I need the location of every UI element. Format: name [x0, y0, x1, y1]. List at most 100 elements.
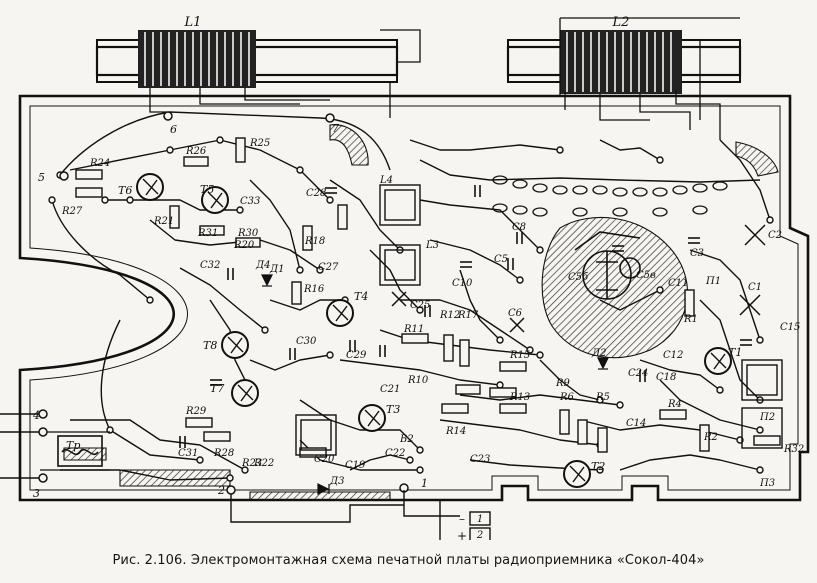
polarity-plus: +	[457, 529, 467, 540]
label-c11: C11	[668, 278, 688, 289]
label-r22: R22	[253, 458, 274, 469]
label-c18: C18	[656, 372, 676, 383]
label-c22: C22	[385, 448, 405, 459]
capacitor-symbols	[179, 185, 752, 448]
label-r14: R14	[445, 426, 466, 437]
label-c28: C28	[306, 188, 326, 199]
diode-symbols	[261, 274, 609, 495]
label-d3: Д3	[329, 476, 345, 487]
pcb-diagram: L1 L2	[0, 15, 810, 540]
label-r18: R18	[304, 236, 325, 247]
label-r9: R9	[555, 378, 571, 389]
label-t1: T1	[728, 346, 742, 359]
label-t7: T7	[210, 382, 224, 395]
pin-label-1: 1	[421, 477, 428, 490]
label-c29: C29	[346, 350, 367, 361]
ferrite-antenna-l1: L1	[95, 15, 399, 88]
label-t2: T2	[591, 460, 605, 473]
label-c23: C23	[470, 454, 490, 465]
label-c24: C24	[628, 368, 648, 379]
ferrite-antenna-l2: L2	[506, 15, 742, 94]
label-r15: R15	[509, 350, 530, 361]
hatched-copper-areas	[63, 124, 779, 501]
label-c3: C3	[690, 248, 704, 259]
label-d2: Д2	[591, 348, 607, 359]
label-c27: C27	[318, 262, 339, 273]
terminal-label-minus: 1	[477, 514, 483, 525]
external-wires	[0, 413, 40, 479]
label-r20: R20	[233, 240, 255, 251]
label-r27: R27	[61, 206, 83, 217]
transistor-t4	[326, 299, 354, 327]
if-transformers	[295, 184, 783, 456]
label-p2: П2	[759, 412, 775, 423]
transistor-t7	[231, 379, 259, 407]
board-outline	[18, 94, 810, 502]
transistor-t6	[136, 173, 164, 201]
label-r2: R2	[703, 432, 718, 443]
label-c1: C1	[748, 282, 762, 293]
output-transformer	[40, 431, 110, 471]
label-r23: R23	[241, 458, 262, 469]
pin-label-4: 4	[32, 409, 40, 422]
label-c12: C12	[663, 350, 683, 361]
label-c33: C33	[240, 196, 260, 207]
pin-label-6: 6	[170, 123, 177, 136]
label-r25: R25	[249, 138, 270, 149]
label-l4: L4	[379, 175, 393, 186]
label-c25: C25	[410, 300, 430, 311]
polarity-minus: –	[459, 512, 465, 526]
label-r17: R17	[457, 310, 479, 321]
label-r21: R21	[153, 216, 174, 227]
label-d1: Д1	[269, 264, 285, 275]
label-c10: C10	[452, 278, 473, 289]
label-r29: R29	[185, 406, 207, 417]
label-t5: T5	[200, 183, 214, 196]
connector-pad-row	[492, 175, 728, 217]
label-r28: R28	[213, 448, 234, 459]
label-r24: R24	[89, 158, 110, 169]
resistor-bodies	[75, 137, 781, 458]
label-r5: R5	[595, 392, 610, 403]
coil-windings-l2	[566, 32, 672, 92]
transistor-t1	[704, 347, 732, 375]
transistor-t5	[201, 186, 229, 214]
label-r30: R30	[237, 228, 259, 239]
transistor-t2	[563, 460, 591, 488]
label-c14: C14	[626, 418, 646, 429]
coil-leads	[149, 17, 740, 140]
figure-caption: Рис. 2.106. Электромонтажная схема печат…	[112, 553, 705, 568]
board-inner-outline	[29, 105, 799, 491]
label-c5: C5	[494, 254, 508, 265]
label-r11: R11	[403, 324, 424, 335]
label-c32: C32	[200, 260, 220, 271]
label-r16: R16	[303, 284, 325, 295]
transformer-label: Тр	[66, 439, 80, 452]
label-l2: L2	[612, 15, 630, 30]
label-c5v: C5в	[636, 270, 656, 281]
label-r4: R4	[667, 399, 682, 410]
label-c20: C20	[314, 454, 335, 465]
battery-terminals	[230, 490, 491, 540]
label-c31: C31	[178, 448, 198, 459]
pin-label-5: 5	[38, 171, 45, 184]
label-c30: C30	[296, 336, 317, 347]
label-l1: L1	[184, 15, 202, 30]
transistor-t8	[221, 331, 249, 359]
label-t6: T6	[118, 184, 132, 197]
label-c2: C2	[768, 230, 782, 241]
label-r6: R6	[559, 392, 575, 403]
coil-windings-l1	[144, 32, 250, 86]
label-r26: R26	[185, 146, 207, 157]
transistor-t3	[358, 404, 386, 432]
label-d4: Д4	[255, 260, 271, 271]
terminal-label-plus: 2	[476, 530, 483, 540]
label-r12: R12	[439, 310, 460, 321]
pin-label-3: 3	[33, 487, 40, 500]
label-t4: T4	[354, 290, 368, 303]
label-r31: R31	[197, 228, 218, 239]
trimmer-capacitors	[391, 224, 766, 333]
pin-label-7: 7	[332, 122, 339, 135]
label-t8: T8	[203, 339, 217, 352]
label-c21: C21	[380, 384, 400, 395]
